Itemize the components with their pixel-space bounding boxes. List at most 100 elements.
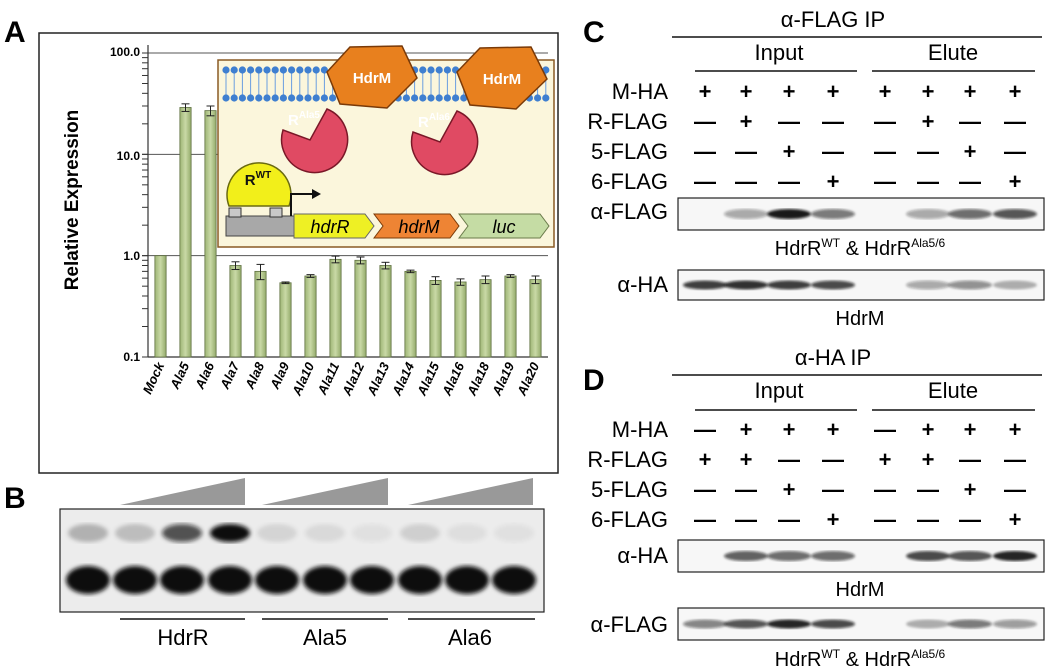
lipid-head bbox=[304, 66, 312, 74]
r-wt-label: RWT bbox=[245, 170, 271, 189]
minus-mark: — bbox=[694, 417, 716, 442]
r-ala6-letter: R bbox=[418, 114, 429, 131]
category-label: Ala20 bbox=[514, 359, 543, 398]
lipid-head bbox=[312, 66, 320, 74]
promoter-region bbox=[225, 215, 295, 237]
minus-mark: — bbox=[917, 507, 939, 532]
shifted-band bbox=[162, 524, 202, 542]
blot-band bbox=[906, 280, 950, 290]
minus-mark: — bbox=[874, 507, 896, 532]
condition-row-label: M-HA bbox=[612, 79, 669, 104]
lipid-head bbox=[304, 94, 312, 102]
blot-band bbox=[724, 551, 768, 561]
panel-d-blot2-bands bbox=[683, 619, 1037, 629]
plus-mark: + bbox=[783, 417, 796, 442]
blot-band bbox=[767, 209, 811, 219]
minus-mark: — bbox=[822, 477, 844, 502]
operator-box-2 bbox=[269, 207, 283, 218]
plus-mark: + bbox=[783, 79, 796, 104]
transcription-arrowhead bbox=[312, 189, 321, 199]
caption-sup: WT bbox=[821, 647, 840, 661]
shifted-band bbox=[305, 524, 345, 542]
lipid-head bbox=[435, 94, 443, 102]
panel-d-letter: D bbox=[583, 364, 605, 397]
r-ala5-letter: R bbox=[288, 112, 299, 129]
panel-c-blot2-label: α-HA bbox=[617, 272, 668, 297]
panel-c-blot1-caption: HdrRWT & HdrRAla5/6 bbox=[775, 236, 946, 260]
minus-mark: — bbox=[917, 139, 939, 164]
category-label: Ala10 bbox=[289, 359, 318, 398]
category-label: Ala16 bbox=[439, 359, 468, 398]
lipid-head bbox=[263, 94, 271, 102]
lipid-head bbox=[443, 94, 451, 102]
blot-band bbox=[993, 280, 1037, 290]
category-label: Ala6 bbox=[192, 359, 218, 392]
condition-row-label: 5-FLAG bbox=[591, 139, 668, 164]
plus-mark: + bbox=[740, 79, 753, 104]
minus-mark: — bbox=[917, 169, 939, 194]
minus-mark: — bbox=[822, 109, 844, 134]
panel-a-letter: A bbox=[4, 16, 26, 49]
plus-mark: + bbox=[783, 477, 796, 502]
hdrm-protein-1 bbox=[326, 45, 418, 109]
lane-label-hdrR: HdrR bbox=[157, 625, 208, 650]
panel-c-condition-table: M-HA++++++++R-FLAG—+———+——5-FLAG——+———+—… bbox=[587, 79, 1026, 194]
bar bbox=[229, 265, 242, 358]
condition-row-label: R-FLAG bbox=[587, 109, 668, 134]
lipid-head bbox=[288, 66, 296, 74]
category-label: Ala12 bbox=[339, 359, 368, 398]
minus-mark: — bbox=[694, 169, 716, 194]
minus-mark: — bbox=[1004, 447, 1026, 472]
panel-c-group-input: Input bbox=[755, 40, 804, 65]
blot-band bbox=[767, 619, 811, 629]
shifted-band bbox=[494, 524, 534, 542]
category-label: Ala15 bbox=[414, 359, 443, 398]
y-minor-ticks bbox=[142, 52, 148, 358]
lipid-head bbox=[279, 94, 287, 102]
minus-mark: — bbox=[874, 477, 896, 502]
lipid-head bbox=[320, 94, 328, 102]
plus-mark: + bbox=[964, 417, 977, 442]
transcription-arrow bbox=[290, 193, 312, 216]
lipid-head bbox=[452, 94, 460, 102]
blot-band bbox=[724, 280, 768, 290]
blot-band bbox=[811, 619, 855, 629]
bar bbox=[254, 270, 267, 358]
panel-c-blot1-label: α-FLAG bbox=[590, 199, 668, 224]
blot-band bbox=[948, 280, 992, 290]
lipid-head bbox=[534, 94, 542, 102]
lipid-head bbox=[263, 66, 271, 74]
category-label: Ala13 bbox=[364, 359, 393, 398]
condition-row-label: 5-FLAG bbox=[591, 477, 668, 502]
blot-band bbox=[724, 209, 768, 219]
plus-mark: + bbox=[1009, 169, 1022, 194]
r-wt-sup: WT bbox=[256, 170, 272, 181]
plus-mark: + bbox=[922, 417, 935, 442]
free-probe-band bbox=[303, 566, 347, 594]
y-tick-label: 100.0 bbox=[110, 45, 140, 59]
lipid-head bbox=[427, 66, 435, 74]
free-probe-band bbox=[445, 566, 489, 594]
y-axis-label: Relative Expression bbox=[62, 110, 83, 291]
category-label: Ala11 bbox=[314, 360, 342, 398]
shifted-band bbox=[210, 524, 250, 542]
blot-band bbox=[993, 209, 1037, 219]
minus-mark: — bbox=[959, 109, 981, 134]
minus-mark: — bbox=[735, 139, 757, 164]
lipid-head bbox=[427, 94, 435, 102]
plus-mark: + bbox=[879, 79, 892, 104]
lipid-head bbox=[419, 66, 427, 74]
bar bbox=[404, 270, 417, 358]
y-tick-label: 1.0 bbox=[123, 249, 140, 263]
lipid-head bbox=[271, 66, 279, 74]
lipid-head bbox=[279, 66, 287, 74]
plus-mark: + bbox=[1009, 507, 1022, 532]
panel-c-blot2-bands bbox=[683, 280, 1037, 290]
lipid-head bbox=[288, 94, 296, 102]
caption-sup: Ala5/6 bbox=[911, 647, 945, 661]
lane-label-ala5: Ala5 bbox=[303, 625, 347, 650]
hdrm-protein-2 bbox=[456, 46, 548, 110]
panel-d-group-input: Input bbox=[755, 378, 804, 403]
gene-luc bbox=[458, 213, 550, 239]
category-label: Ala14 bbox=[389, 359, 418, 398]
